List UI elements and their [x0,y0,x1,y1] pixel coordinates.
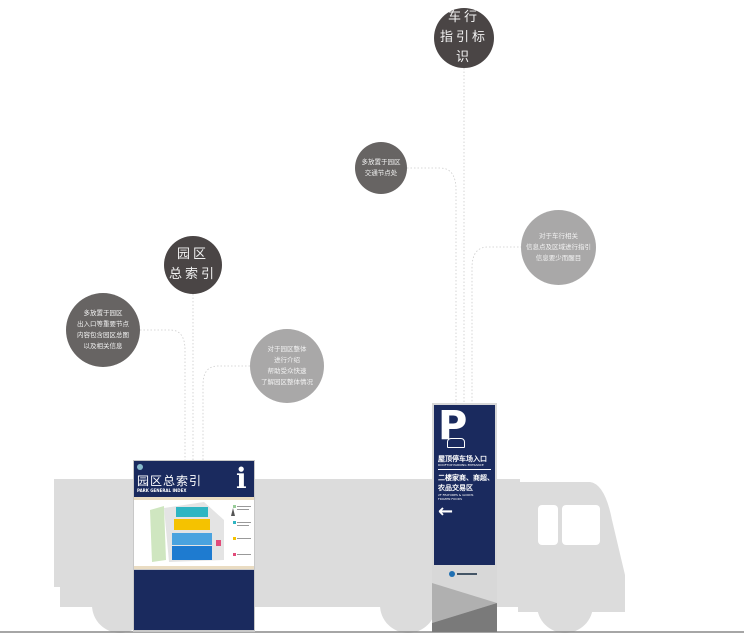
logo-icon [137,464,143,470]
parking-sign: P 屋顶停车场入口 ROOFTOP PARKING ENTRANCE 二楼家商、… [432,403,497,632]
entrance-label-en: ROOFTOP PARKING ENTRANCE [438,463,484,467]
destination-en: FROZEN FOODS [438,497,462,501]
text-line: 帮助受众快速 [267,367,307,375]
vehicle-guide-title-circle: 车行指引标识 [434,8,494,68]
title-line: 指引标识 [439,30,488,65]
logo-icon [449,571,455,577]
title-line: 园区 [176,247,209,262]
destination-line: 农品交易区 [438,484,473,492]
sign-title: 园区总索引 [137,474,203,488]
text-line: 内容包含园区总图 [77,331,129,339]
info-icon: i [236,462,247,495]
vehicle-purpose-circle: 对于车行相关信息点及区域进行指引信息要少而醒目 [521,210,596,285]
sign-subtitle: PARK GENERAL INDEX [137,488,187,493]
title-line: 车行 [447,10,480,25]
text-line: 交通节点处 [364,169,398,177]
text-line: 信息要少而醒目 [535,254,582,262]
sign-panel: P 屋顶停车场入口 ROOFTOP PARKING ENTRANCE 二楼家商、… [434,405,495,565]
park-index-sign: 园区总索引 PARK GENERAL INDEX i [133,460,255,632]
text-line: 信息点及区域进行指引 [526,243,591,251]
text-line: 多放置于园区 [83,309,123,317]
text-line: 对于车行相关 [539,232,578,240]
sign-header: 园区总索引 PARK GENERAL INDEX i [134,461,254,497]
text-line: 进行介绍 [274,356,300,364]
park-placement-circle: 多放置于园区出入口等重要节点内容包含园区总图以及相关信息 [66,293,140,367]
title-line: 总索引 [168,267,217,282]
text-line: 多放置于园区 [361,158,401,166]
text-line: 对于园区整体 [267,345,307,353]
text-line: 了解园区整体情况 [261,378,313,386]
destination-en: 2F FEATURES & GOODS [438,493,474,497]
sign-base [134,570,254,630]
park-map [134,500,254,566]
entrance-label: 屋顶停车场入口 [438,455,487,463]
arrow-left-icon: ← [438,501,454,522]
park-index-title-circle: 园区总索引 [164,236,222,294]
text-line: 以及相关信息 [83,342,123,350]
park-purpose-circle: 对于园区整体进行介绍帮助受众快速了解园区整体情况 [250,329,324,403]
text-line: 出入口等重要节点 [77,320,129,328]
vehicle-placement-circle: 多放置于园区交通节点处 [355,142,407,194]
destination-line: 二楼家商、商超、 [438,474,494,482]
car-icon [447,438,465,448]
